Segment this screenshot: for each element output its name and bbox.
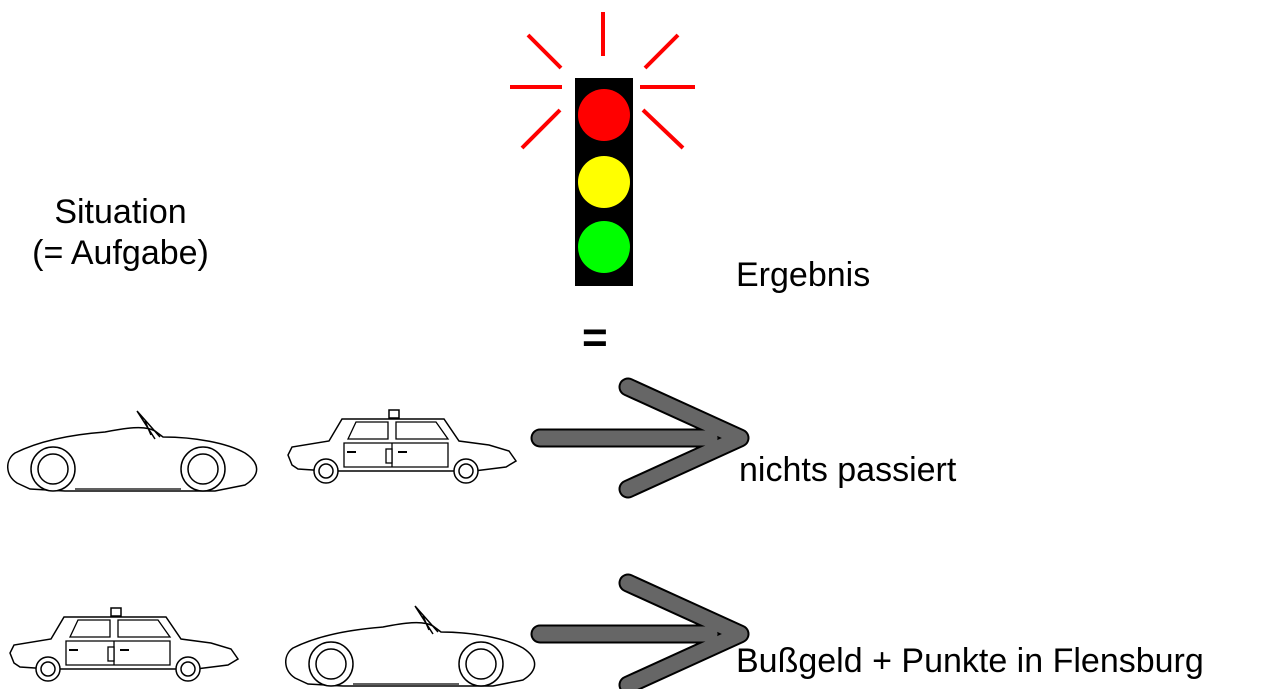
convertible-car-icon (6, 410, 258, 492)
equals-sign: = (582, 313, 608, 362)
flash-rays (510, 12, 695, 150)
red-light (578, 89, 630, 141)
police-car-icon (9, 607, 239, 682)
green-light (578, 221, 630, 273)
convertible-car-icon (284, 605, 536, 687)
row-1 (6, 387, 740, 492)
result-header: Ergebnis (736, 256, 871, 294)
traffic-light (510, 12, 695, 286)
situation-line-1: Situation (54, 193, 187, 231)
row-1-result: nichts passiert (739, 451, 957, 489)
yellow-light (578, 156, 630, 208)
police-car-icon (287, 409, 517, 484)
arrow-icon (540, 583, 740, 685)
situation-line-2: (= Aufgabe) (32, 233, 209, 272)
situation-label: Situation (= Aufgabe) (18, 192, 223, 274)
arrow-icon (540, 387, 740, 489)
row-2-result: Bußgeld + Punkte in Flensburg (736, 642, 1204, 680)
row-2 (9, 583, 740, 687)
